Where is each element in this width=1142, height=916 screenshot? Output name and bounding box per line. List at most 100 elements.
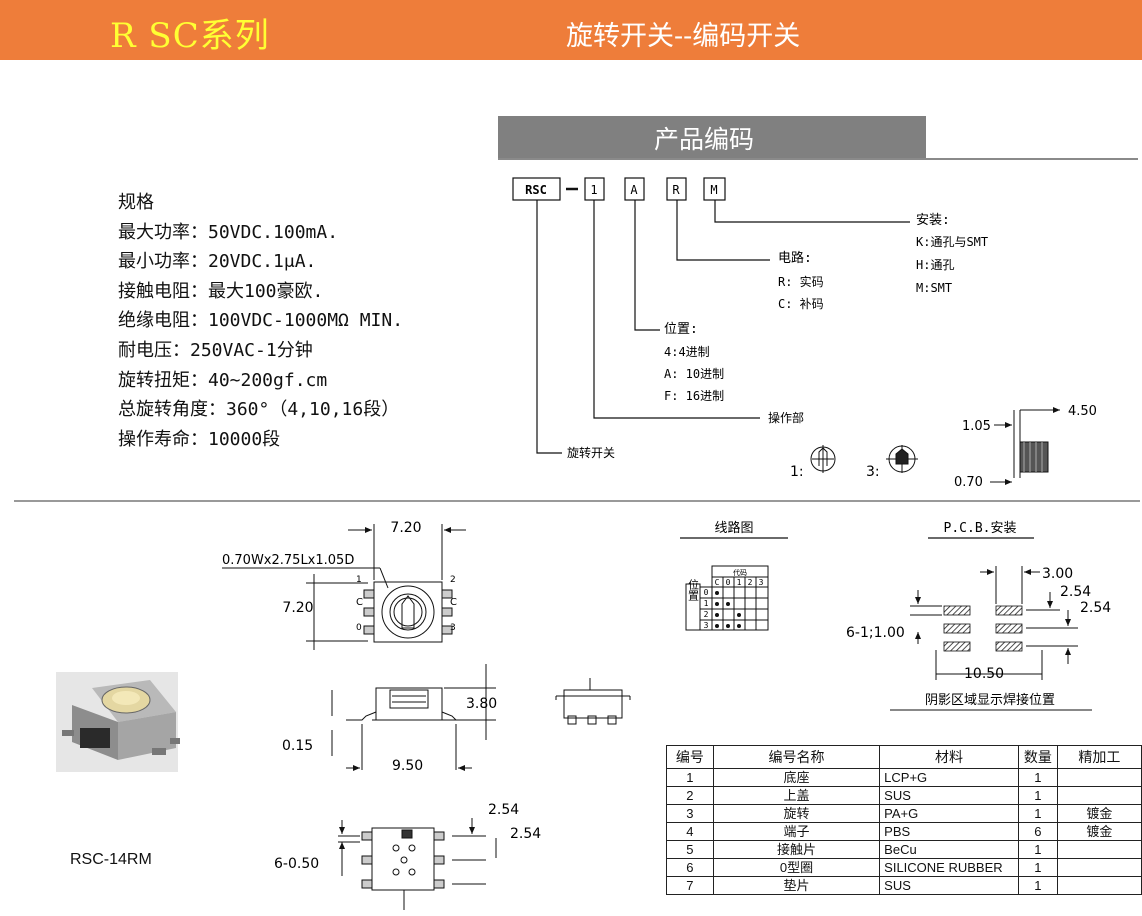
- table-header: 精加工: [1056, 745, 1142, 769]
- bottom-view-drawing: [338, 818, 497, 910]
- dim-label: 2.54: [1080, 600, 1111, 616]
- dim-label: 10.50: [964, 666, 1004, 682]
- cell-qty: 1: [1017, 768, 1058, 787]
- dim-label: 9.50: [392, 758, 423, 774]
- circuit-row: 1: [704, 599, 709, 608]
- dim-label: 2.54: [1060, 584, 1091, 600]
- cell-finish: 镀金: [1056, 804, 1142, 823]
- cell-qty: 1: [1017, 876, 1058, 895]
- actuator-3-icon: [886, 445, 918, 473]
- pin-label: 3: [450, 623, 456, 633]
- circuit-col: 1: [737, 578, 742, 587]
- spec-title: 规格: [118, 192, 154, 213]
- position-option: F: 16进制: [664, 389, 724, 403]
- table-header-row: 编号 编号名称 材料 数量 精加工: [666, 745, 1142, 769]
- spec-item: 最小功率：20VDC.1μA.: [118, 251, 317, 273]
- dim-label: 0.15: [282, 738, 313, 754]
- cell-material: LCP+G: [879, 768, 1019, 787]
- cell-finish: [1056, 840, 1142, 859]
- circuit-col: 2: [748, 578, 753, 587]
- pin-label: 0: [356, 623, 362, 633]
- pin-label: 2: [450, 575, 456, 585]
- code-box-label: M: [710, 183, 717, 197]
- code-section-title: 产品编码: [654, 125, 755, 154]
- circuit-label: 电路:: [778, 250, 812, 266]
- dim-label: 6-0.50: [274, 856, 319, 872]
- cell-material: BeCu: [879, 840, 1019, 859]
- dim-label: 0.70: [954, 475, 983, 490]
- dim-label: 6-1;1.00: [846, 625, 905, 641]
- table-header: 材料: [879, 745, 1019, 769]
- cell-qty: 1: [1017, 804, 1058, 823]
- product-photo: [56, 672, 180, 772]
- rotary-label: 旋转开关: [567, 445, 615, 460]
- install-option: K:通孔与SMT: [916, 235, 988, 249]
- cell-finish: [1056, 858, 1142, 877]
- cell-name: 上盖: [712, 786, 881, 805]
- cell-no: 2: [666, 786, 714, 805]
- code-banner-line: [498, 158, 1138, 160]
- pad-note: 0.70Wx2.75Lx1.05D: [222, 553, 354, 568]
- cell-no: 6: [666, 858, 714, 877]
- position-label: 位置:: [664, 322, 698, 337]
- cell-qty: 1: [1017, 786, 1058, 805]
- code-banner: [498, 116, 926, 158]
- circuit-header: 代码: [733, 568, 747, 577]
- table-row: 3 旋转 PA+G 1 镀金: [666, 804, 1142, 823]
- cell-finish: [1056, 786, 1142, 805]
- cell-no: 4: [666, 822, 714, 841]
- spec-item: 耐电压：250VAC-1分钟: [118, 339, 313, 361]
- side-view-drawing: [331, 664, 496, 771]
- cell-name: 垫片: [712, 876, 881, 895]
- circuit-row: 0: [704, 588, 709, 597]
- cell-material: SILICONE RUBBER: [879, 858, 1019, 877]
- table-row: 4 端子 PBS 6 镀金: [666, 822, 1142, 841]
- dim-label: 3.00: [1042, 566, 1073, 582]
- cell-material: PBS: [879, 822, 1019, 841]
- pin-label: 1: [356, 575, 362, 585]
- cell-finish: 镀金: [1056, 822, 1142, 841]
- cell-no: 1: [666, 768, 714, 787]
- pcb-title: P.C.B.安装: [944, 521, 1017, 536]
- table-row: 6 0型圈 SILICONE RUBBER 1: [666, 858, 1142, 877]
- circuit-col: C: [715, 578, 720, 587]
- end-view-drawing: [555, 678, 631, 725]
- spec-block: 规格 最大功率：50VDC.100mA. 最小功率：20VDC.1μA. 接触电…: [118, 188, 403, 454]
- actuator-1-icon: [810, 445, 836, 473]
- circuit-col: 0: [726, 578, 731, 587]
- operation-label: 操作部: [768, 410, 804, 425]
- cell-name: 旋转: [712, 804, 881, 823]
- circuit-row: 3: [704, 621, 709, 630]
- cell-name: 接触片: [712, 840, 881, 859]
- spec-item: 接触电阻：最大100豪欧.: [118, 280, 324, 302]
- code-box-label: R: [672, 183, 680, 197]
- cell-no: 7: [666, 876, 714, 895]
- dim-label: 3.80: [466, 696, 497, 712]
- cell-material: SUS: [879, 876, 1019, 895]
- dim-label: 4.50: [1068, 404, 1097, 419]
- cell-name: 0型圈: [712, 858, 881, 877]
- actuator-1-label: 1:: [790, 464, 804, 480]
- page-title: 旋转开关--编码开关: [566, 21, 801, 52]
- position-option: 4:4进制: [664, 345, 710, 359]
- code-box-label: 1: [590, 183, 597, 197]
- dim-label: 7.20: [390, 520, 421, 536]
- spec-item: 绝缘电阻：100VDC-1000MΩ MIN.: [118, 310, 404, 332]
- series-title: R SC系列: [110, 16, 270, 56]
- circuit-col: 3: [759, 578, 764, 587]
- actuator-side-view: [990, 407, 1060, 485]
- table-row: 7 垫片 SUS 1: [666, 876, 1142, 895]
- cell-name: 底座: [712, 768, 881, 787]
- install-label: 安装:: [916, 213, 950, 228]
- circuit-option: R: 实码: [778, 274, 824, 289]
- circuit-grid: [685, 565, 769, 631]
- cell-material: SUS: [879, 786, 1019, 805]
- table-header: 数量: [1017, 745, 1058, 769]
- cell-no: 5: [666, 840, 714, 859]
- parts-table: 编号 编号名称 材料 数量 精加工 1 底座 LCP+G 1 2 上盖 SUS …: [666, 745, 1142, 895]
- cell-qty: 6: [1017, 822, 1058, 841]
- circuit-diagram-title: 线路图: [714, 520, 753, 536]
- table-row: 5 接触片 BeCu 1: [666, 840, 1142, 859]
- spec-item: 操作寿命：10000段: [118, 428, 281, 450]
